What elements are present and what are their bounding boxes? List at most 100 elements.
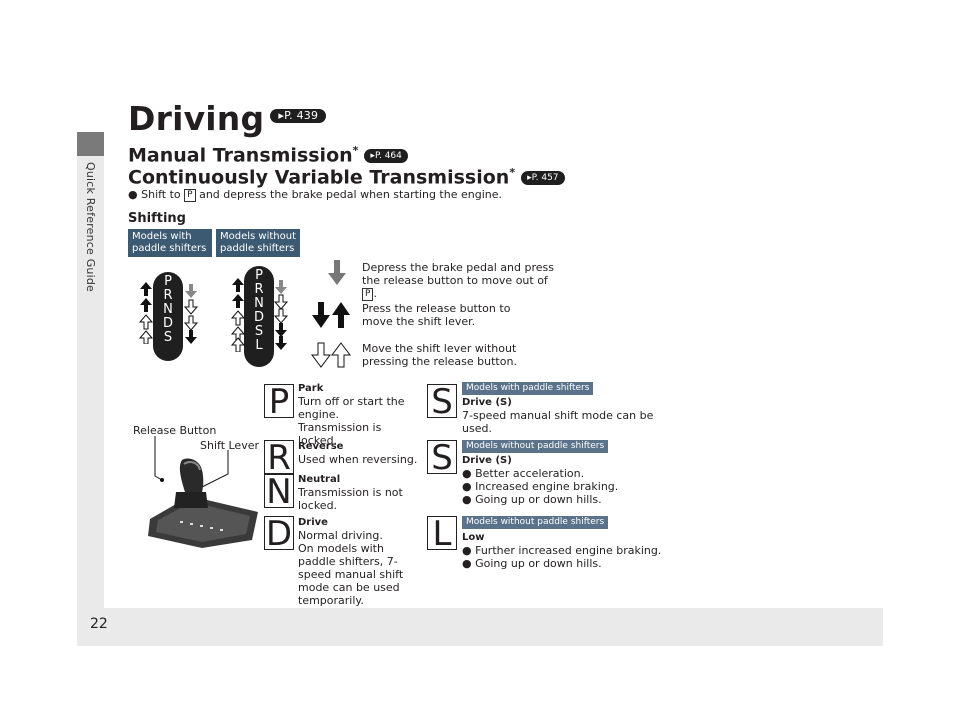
ref-label: P. 464	[374, 150, 402, 161]
park-desc: Turn off or start the engine. Transmissi…	[298, 395, 405, 447]
low-title: Low	[462, 532, 485, 543]
drive-s2-bullet: Better acceleration.	[475, 467, 585, 480]
drive-s-desc: 7-speed manual shift mode can be used.	[462, 409, 654, 435]
bullet-icon: ●	[128, 188, 138, 201]
legend-depress-text: Depress the brake pedal and press the re…	[362, 261, 554, 287]
tag-without-paddles-small: Models without paddle shifters	[462, 440, 609, 453]
sidebar-label: Quick Reference Guide	[84, 162, 97, 292]
page-number: 22	[90, 616, 108, 632]
gear-s-icon: S	[427, 440, 457, 475]
drive-s2-title: Drive (S)	[462, 455, 512, 466]
intro-line: ● Shift to P and depress the brake pedal…	[128, 188, 502, 202]
tag-with-paddles-small: Models with paddle shifters	[462, 382, 594, 395]
manual-heading: Manual Transmission* ▸P. 464	[128, 144, 408, 166]
drive-title: Drive	[298, 517, 328, 528]
park-title: Park	[298, 383, 324, 394]
ref-arrow-icon: ▸	[370, 150, 375, 161]
position-park: Park Turn off or start the engine. Trans…	[298, 382, 416, 447]
shift-lever-label: Shift Lever	[200, 439, 260, 452]
gear-r-icon: R	[264, 440, 294, 475]
gate-without-paddles: P R N D S L	[244, 266, 274, 367]
gear-s-icon: S	[427, 384, 457, 419]
bullet-icon: ●	[462, 480, 472, 493]
down-arrow-outline-icon	[183, 315, 199, 331]
shift-lever-illustration	[148, 436, 258, 548]
down-arrow-solid-icon	[185, 330, 197, 344]
down-arrow-solid-icon	[275, 323, 287, 337]
bullet-icon: ●	[462, 544, 472, 557]
up-arrow-solid-icon	[232, 294, 244, 308]
down-arrow-outline-icon	[273, 294, 289, 310]
gate-letter: D	[253, 310, 264, 325]
position-neutral: Neutral Transmission is not locked.	[298, 473, 408, 512]
park-key: P	[184, 188, 196, 202]
position-drive: Drive Normal driving. On models with pad…	[298, 516, 423, 607]
gate-letter: S	[163, 330, 173, 345]
gate-letter: S	[254, 324, 264, 339]
cvt-star: *	[509, 166, 516, 179]
gate-letter: R	[254, 282, 264, 297]
page-title-text: Driving	[128, 99, 265, 138]
manual-heading-text: Manual Transmission	[128, 144, 353, 167]
ref-arrow-icon: ▸	[278, 108, 285, 122]
footer-bar	[77, 608, 883, 646]
tag-with-paddles: Models with paddle shifters	[128, 229, 212, 257]
release-button-label: Release Button	[133, 424, 217, 437]
tag-without-paddles-small: Models without paddle shifters	[462, 516, 609, 529]
down-arrow-solid-gray-icon	[275, 280, 287, 294]
gear-p-icon: P	[264, 384, 294, 419]
intro-post: and depress the brake pedal when startin…	[199, 188, 502, 201]
ref-arrow-icon: ▸	[527, 172, 532, 183]
gate-left-arrows	[138, 282, 154, 344]
gate-letter: P	[255, 268, 263, 283]
down-arrow-outline-icon	[273, 308, 289, 324]
down-arrow-solid-icon	[275, 336, 287, 350]
up-arrow-solid-icon	[232, 278, 244, 292]
bullet-icon: ●	[462, 467, 472, 480]
up-arrow-outline-icon	[230, 337, 246, 352]
down-arrow-solid-gray-icon	[185, 284, 197, 298]
drive-s-title: Drive (S)	[462, 397, 512, 408]
shifting-title: Shifting	[128, 211, 186, 226]
gear-l-icon: L	[427, 516, 457, 551]
legend-outline-arrows-icon	[311, 342, 351, 368]
up-arrow-outline-icon	[138, 314, 154, 330]
position-drive-s-no-paddles: Drive (S) ● Better acceleration. ● Incre…	[462, 454, 632, 506]
gate-letter: R	[163, 288, 173, 303]
page-title: Driving ▸P. 439	[128, 99, 327, 138]
reverse-title: Reverse	[298, 441, 344, 452]
legend-press: Press the release button to move the shi…	[362, 302, 511, 328]
gate-letter: D	[162, 316, 173, 331]
bullet-icon: ●	[462, 557, 472, 570]
gate-letter: L	[255, 338, 263, 353]
low-bullet: Going up or down hills.	[475, 557, 602, 570]
park-key: P	[362, 287, 374, 301]
neutral-desc: Transmission is not locked.	[298, 486, 403, 512]
intro-pre: Shift to	[141, 188, 181, 201]
neutral-title: Neutral	[298, 474, 341, 485]
page-title-ref[interactable]: ▸P. 439	[270, 108, 327, 123]
low-bullet: Further increased engine braking.	[475, 544, 662, 557]
manual-star: *	[352, 144, 359, 157]
sidebar	[77, 132, 104, 646]
legend-gray-arrow-icon	[328, 260, 346, 285]
legend-solid-arrows-icon	[312, 302, 350, 328]
ref-label: P. 439	[284, 108, 319, 122]
reverse-desc: Used when reversing.	[298, 453, 418, 466]
manual-ref[interactable]: ▸P. 464	[364, 148, 408, 163]
legend-depress: Depress the brake pedal and press the re…	[362, 261, 554, 301]
gate-letter: N	[254, 296, 264, 311]
cvt-ref[interactable]: ▸P. 457	[521, 170, 565, 185]
up-arrow-solid-icon	[140, 282, 152, 296]
cvt-heading: Continuously Variable Transmission* ▸P. 4…	[128, 166, 565, 188]
drive-desc: Normal driving. On models with paddle sh…	[298, 529, 404, 607]
down-arrow-outline-icon	[183, 299, 199, 315]
gear-d-icon: D	[264, 514, 294, 554]
cvt-heading-text: Continuously Variable Transmission	[128, 166, 510, 189]
up-arrow-outline-icon	[230, 310, 246, 326]
ref-label: P. 457	[531, 172, 559, 183]
drive-s2-bullet: Increased engine braking.	[475, 480, 619, 493]
drive-s2-bullet: Going up or down hills.	[475, 493, 602, 506]
position-low: Low ● Further increased engine braking. …	[462, 531, 682, 570]
position-reverse: Reverse Used when reversing.	[298, 440, 418, 466]
